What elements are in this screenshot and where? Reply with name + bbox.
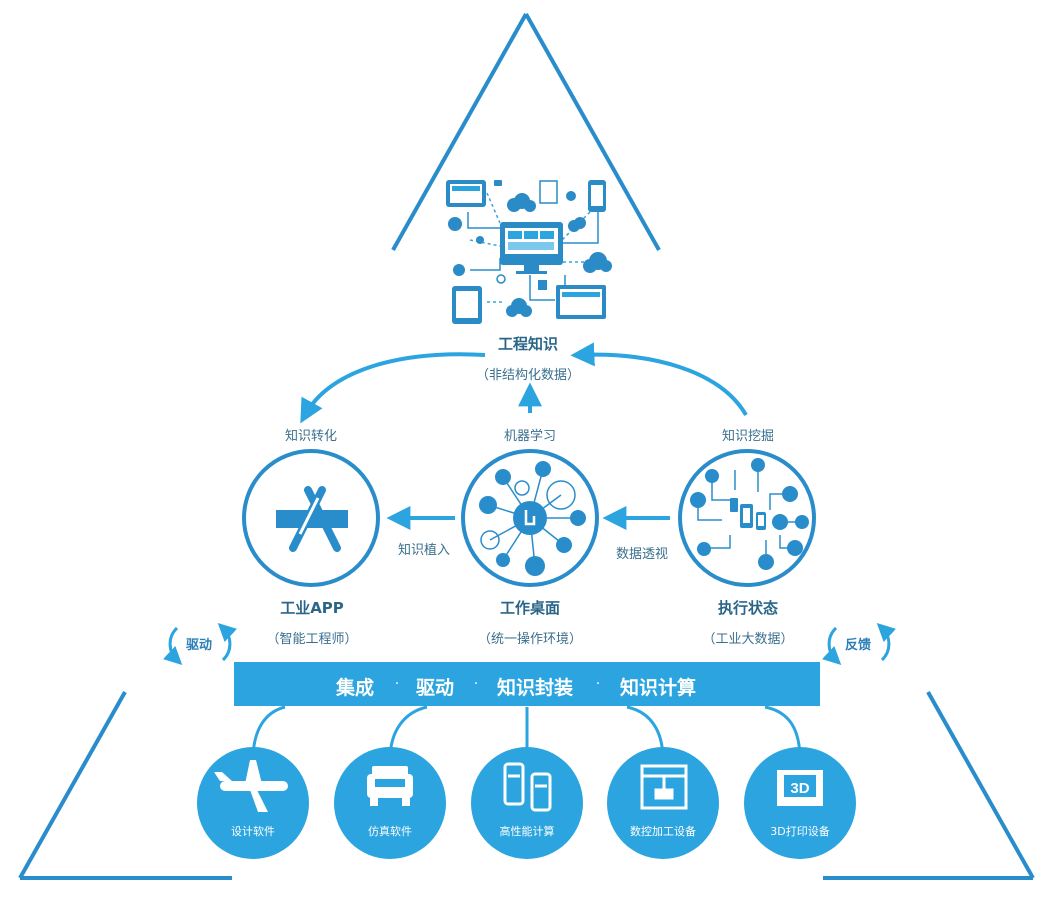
edge-label-machine-learning: 机器学习	[504, 425, 556, 444]
connected-devices-icon	[446, 180, 612, 324]
tool-circles	[197, 747, 856, 859]
band-item-drive: 驱动	[416, 673, 454, 700]
band-separator: ·	[395, 676, 399, 692]
band-separator: ·	[596, 676, 600, 692]
node-status-title: 执行状态	[718, 597, 778, 618]
tool-label-3d-printing: 3D打印设备	[770, 823, 829, 839]
band-item-knowledge-computing: 知识计算	[620, 673, 696, 700]
circuit-devices-icon	[680, 451, 814, 585]
edge-label-knowledge-implant: 知识植入	[398, 539, 450, 558]
tool-label-hpc: 高性能计算	[500, 823, 555, 839]
tool-label-cnc: 数控加工设备	[630, 823, 696, 839]
band-separator: ·	[474, 676, 478, 692]
edge-label-knowledge-transform: 知识转化	[285, 425, 337, 444]
top-node-title: 工程知识	[498, 333, 558, 354]
side-label-feedback: 反馈	[845, 634, 871, 653]
node-app-title: 工业APP	[280, 597, 344, 618]
app-store-icon	[244, 451, 378, 585]
node-app-subtitle: （智能工程师）	[266, 628, 357, 647]
node-status-subtitle: （工业大数据）	[702, 628, 793, 647]
side-label-drive: 驱动	[186, 634, 212, 653]
edge-label-knowledge-mining: 知识挖掘	[722, 425, 774, 444]
svg-text:3D: 3D	[790, 780, 809, 797]
node-desktop-subtitle: （统一操作环境）	[478, 628, 582, 647]
3d-printer-icon: 3D	[777, 770, 823, 806]
node-desktop-title: 工作桌面	[500, 597, 560, 618]
touch-network-icon	[463, 451, 597, 585]
tool-label-simulation-software: 仿真软件	[368, 823, 412, 839]
band-item-integration: 集成	[336, 673, 374, 700]
edge-label-data-insight: 数据透视	[616, 543, 668, 562]
tool-label-design-software: 设计软件	[231, 823, 275, 839]
top-node-subtitle: （非结构化数据）	[476, 364, 580, 383]
band-item-knowledge-packaging: 知识封装	[497, 673, 573, 700]
